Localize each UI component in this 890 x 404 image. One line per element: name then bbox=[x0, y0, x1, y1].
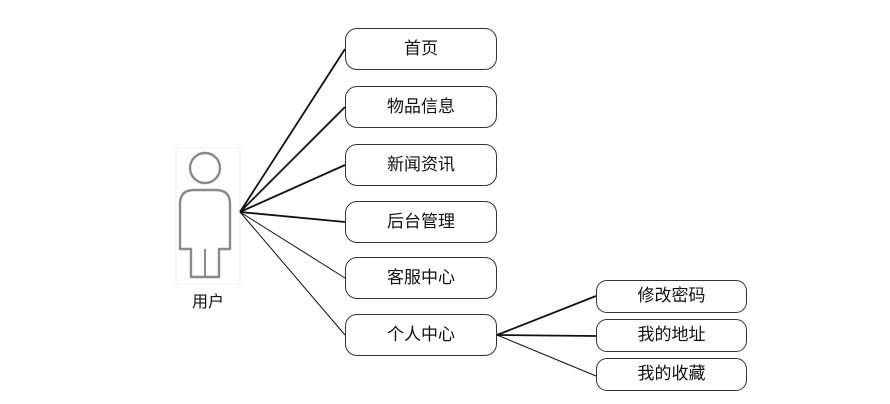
edge-actor-news bbox=[239, 164, 346, 213]
actor-label: 用户 bbox=[191, 292, 224, 311]
actor-figure-icon bbox=[175, 147, 241, 285]
node-label: 新闻资讯 bbox=[387, 154, 455, 175]
edge-actor-personal bbox=[239, 211, 346, 336]
node-label: 后台管理 bbox=[387, 211, 455, 232]
edge-personal-password bbox=[496, 295, 597, 336]
node-label: 个人中心 bbox=[387, 324, 455, 345]
node-my-favorites: 我的收藏 bbox=[596, 358, 747, 391]
node-news: 新闻资讯 bbox=[345, 144, 497, 186]
edge-actor-service bbox=[239, 211, 346, 279]
edge-personal-address bbox=[496, 334, 597, 337]
node-label: 客服中心 bbox=[387, 267, 455, 288]
edge-actor-admin bbox=[239, 211, 346, 223]
node-customer-service: 客服中心 bbox=[345, 257, 497, 299]
node-label: 修改密码 bbox=[637, 286, 706, 306]
node-change-password: 修改密码 bbox=[596, 280, 747, 313]
node-personal-center: 个人中心 bbox=[345, 314, 497, 356]
node-label: 我的收藏 bbox=[637, 364, 706, 384]
node-admin: 后台管理 bbox=[345, 201, 497, 243]
edge-actor-homepage bbox=[239, 48, 346, 213]
node-homepage: 首页 bbox=[345, 28, 497, 70]
node-my-address: 我的地址 bbox=[596, 319, 747, 352]
node-label: 物品信息 bbox=[387, 96, 455, 117]
edge-actor-item-info bbox=[239, 106, 346, 213]
node-label: 我的地址 bbox=[637, 325, 706, 345]
edge-personal-favorites bbox=[496, 334, 597, 377]
node-item-info: 物品信息 bbox=[345, 86, 497, 128]
node-label: 首页 bbox=[404, 38, 438, 59]
